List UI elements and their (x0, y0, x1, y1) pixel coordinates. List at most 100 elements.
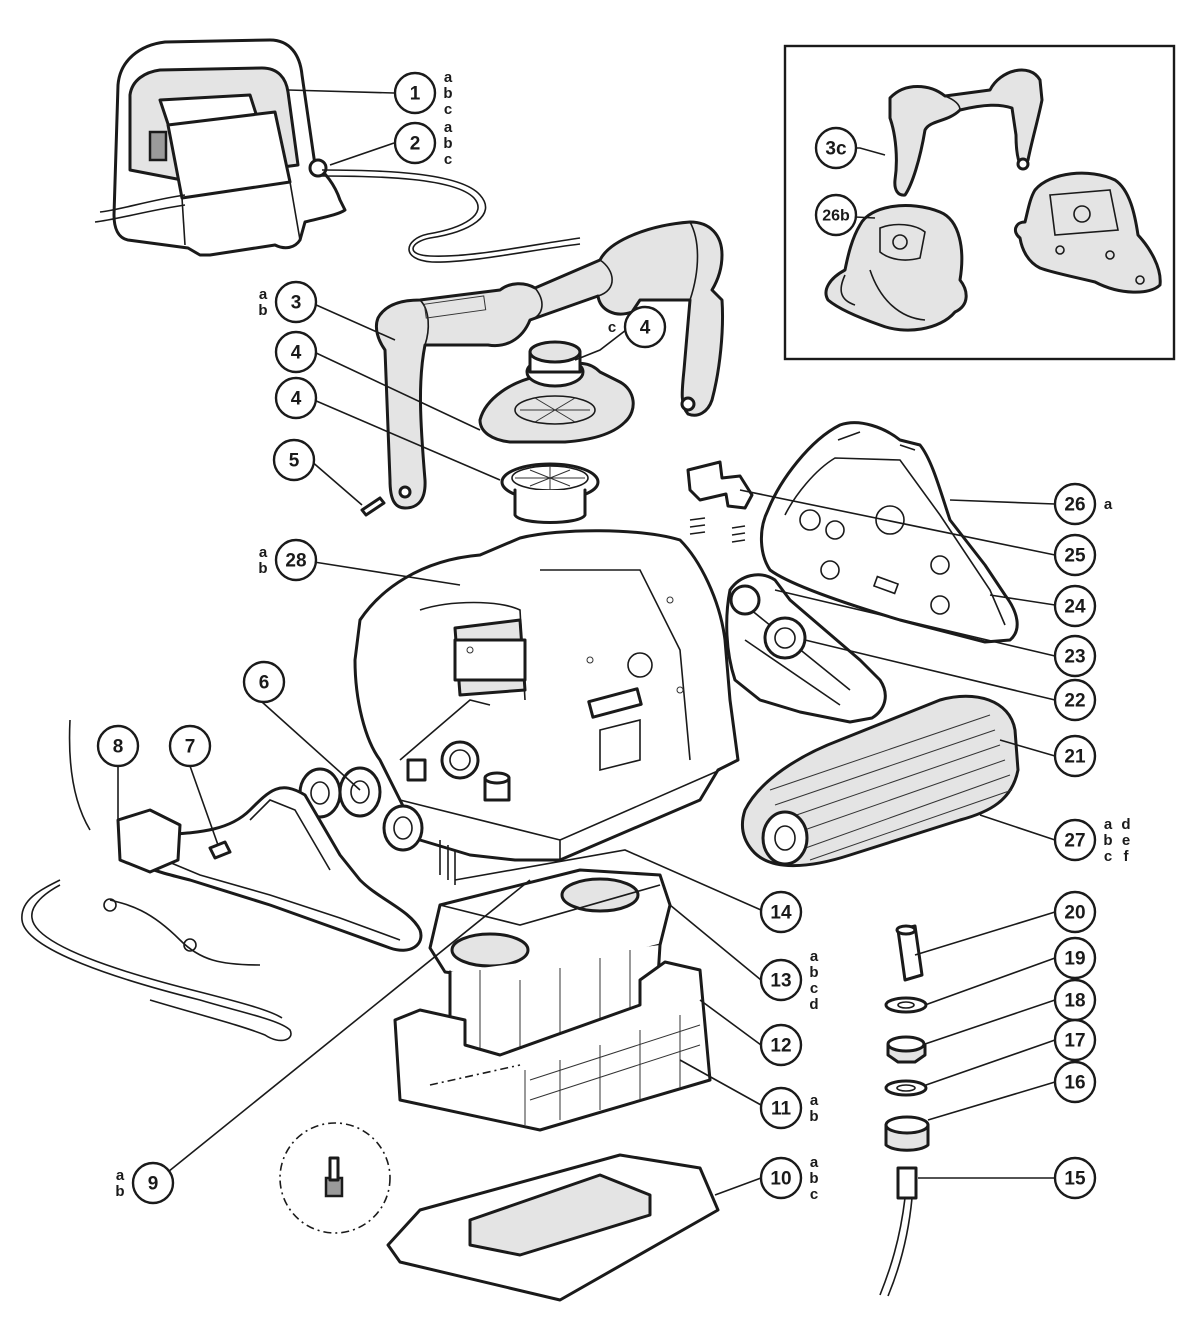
callout-number: 3c (825, 139, 847, 160)
variant-letter: b (443, 85, 452, 102)
callout-circle (759, 1023, 803, 1067)
callout-circle (759, 1086, 803, 1130)
variant-letter: a (1104, 816, 1113, 833)
callout-12: 12 (759, 1023, 803, 1067)
callout-number: 24 (1064, 597, 1086, 618)
callout-number: 26b (822, 208, 850, 225)
callout-circle (814, 126, 858, 170)
callout-circle (1053, 482, 1097, 526)
variant-letter: a (1104, 496, 1113, 513)
inset-alternate-handle-view (783, 44, 1176, 361)
variant-letter: b (115, 1183, 124, 1200)
callout-circle (1053, 936, 1097, 980)
leader-lines (117, 89, 1056, 1196)
side-plate-part (759, 421, 1019, 644)
callout-circle (814, 193, 858, 237)
filter-body-part-12 (393, 943, 712, 1132)
callout-number: 4 (291, 343, 302, 364)
callout-7: 7 (168, 724, 212, 768)
callout-number: 18 (1064, 991, 1085, 1012)
callout-22: 22 (1053, 678, 1097, 722)
left-drive-wheels-part (298, 758, 427, 852)
callout-circle (759, 890, 803, 934)
impeller-part (500, 462, 600, 524)
callout-number: 4 (640, 318, 651, 339)
variant-letter: c (444, 101, 452, 118)
callout-number: 19 (1064, 949, 1085, 970)
callout-circle (96, 724, 140, 768)
callout-circle (1053, 584, 1097, 628)
motor-body-part (353, 529, 740, 862)
callout-23: 23 (1053, 634, 1097, 678)
callout-26b: 26b (814, 193, 858, 237)
callout-circle (1053, 533, 1097, 577)
callout-26: 26 a (1053, 482, 1113, 526)
callout-17: 17 (1053, 1018, 1097, 1062)
callout-circle (623, 305, 667, 349)
variant-letter: a (116, 1167, 125, 1184)
callout-number: 5 (289, 451, 300, 472)
callout-6: 6 (242, 660, 286, 704)
alt-side-plate-rear (1013, 171, 1162, 294)
variant-letter: b (809, 1108, 818, 1125)
callout-circle (168, 724, 212, 768)
callout-number: 6 (259, 673, 270, 694)
callout-3: 3 ab (258, 280, 318, 324)
callout-number: 9 (148, 1174, 159, 1195)
callout-number: 17 (1064, 1031, 1085, 1052)
variant-letter: b (258, 302, 267, 319)
callout-15: 15 (1053, 1156, 1097, 1200)
callout-4a: 4 (274, 330, 318, 374)
callout-circle (1053, 1156, 1097, 1200)
variant-letter: b (809, 964, 818, 981)
right-track-part (725, 573, 887, 724)
alt-side-plate-26b (824, 204, 968, 332)
variant-letter: f (1124, 848, 1130, 865)
callout-number: 2 (410, 134, 421, 155)
callout-number: 14 (770, 903, 792, 924)
callout-circle (1053, 734, 1097, 778)
callout-circle (131, 1161, 175, 1205)
callout-number: 21 (1064, 747, 1086, 768)
callout-number: 4 (291, 389, 302, 410)
callout-circle (274, 376, 318, 420)
callout-number: 11 (771, 1099, 792, 1120)
callout-20: 20 (1053, 890, 1097, 934)
variant-letter: c (810, 1186, 818, 1203)
handle-part (374, 220, 725, 510)
callout-circle (759, 958, 803, 1002)
callout-number: 27 (1064, 831, 1085, 852)
callout-number: 26 (1064, 495, 1085, 516)
callout-circle (1053, 634, 1097, 678)
variant-letter: e (1122, 832, 1130, 849)
variant-letter: b (809, 1170, 818, 1187)
callout-4b: 4 (274, 376, 318, 420)
callout-number: 8 (113, 737, 124, 758)
variant-letter: b (443, 135, 452, 152)
callout-number: 13 (770, 971, 791, 992)
variant-letter: c (1104, 848, 1112, 865)
variant-letter: b (1103, 832, 1112, 849)
variant-letter: b (258, 560, 267, 577)
callout-25: 25 (1053, 533, 1097, 577)
variant-letter: d (809, 996, 818, 1013)
callout-number: 10 (770, 1169, 791, 1190)
callout-number: 3 (291, 293, 302, 314)
variant-letter: c (608, 319, 616, 336)
callout-19: 19 (1053, 936, 1097, 980)
callout-18: 18 (1053, 978, 1097, 1022)
callout-circle (274, 330, 318, 374)
variant-letter: a (259, 286, 268, 303)
cable-part-2 (321, 169, 581, 263)
callout-circle (1053, 890, 1097, 934)
screw-part-7 (208, 840, 232, 860)
callout-5: 5 (272, 438, 316, 482)
callout-circle (1053, 678, 1097, 722)
filter-tray-part-10 (386, 1153, 720, 1302)
callout-3c: 3c (814, 126, 858, 170)
